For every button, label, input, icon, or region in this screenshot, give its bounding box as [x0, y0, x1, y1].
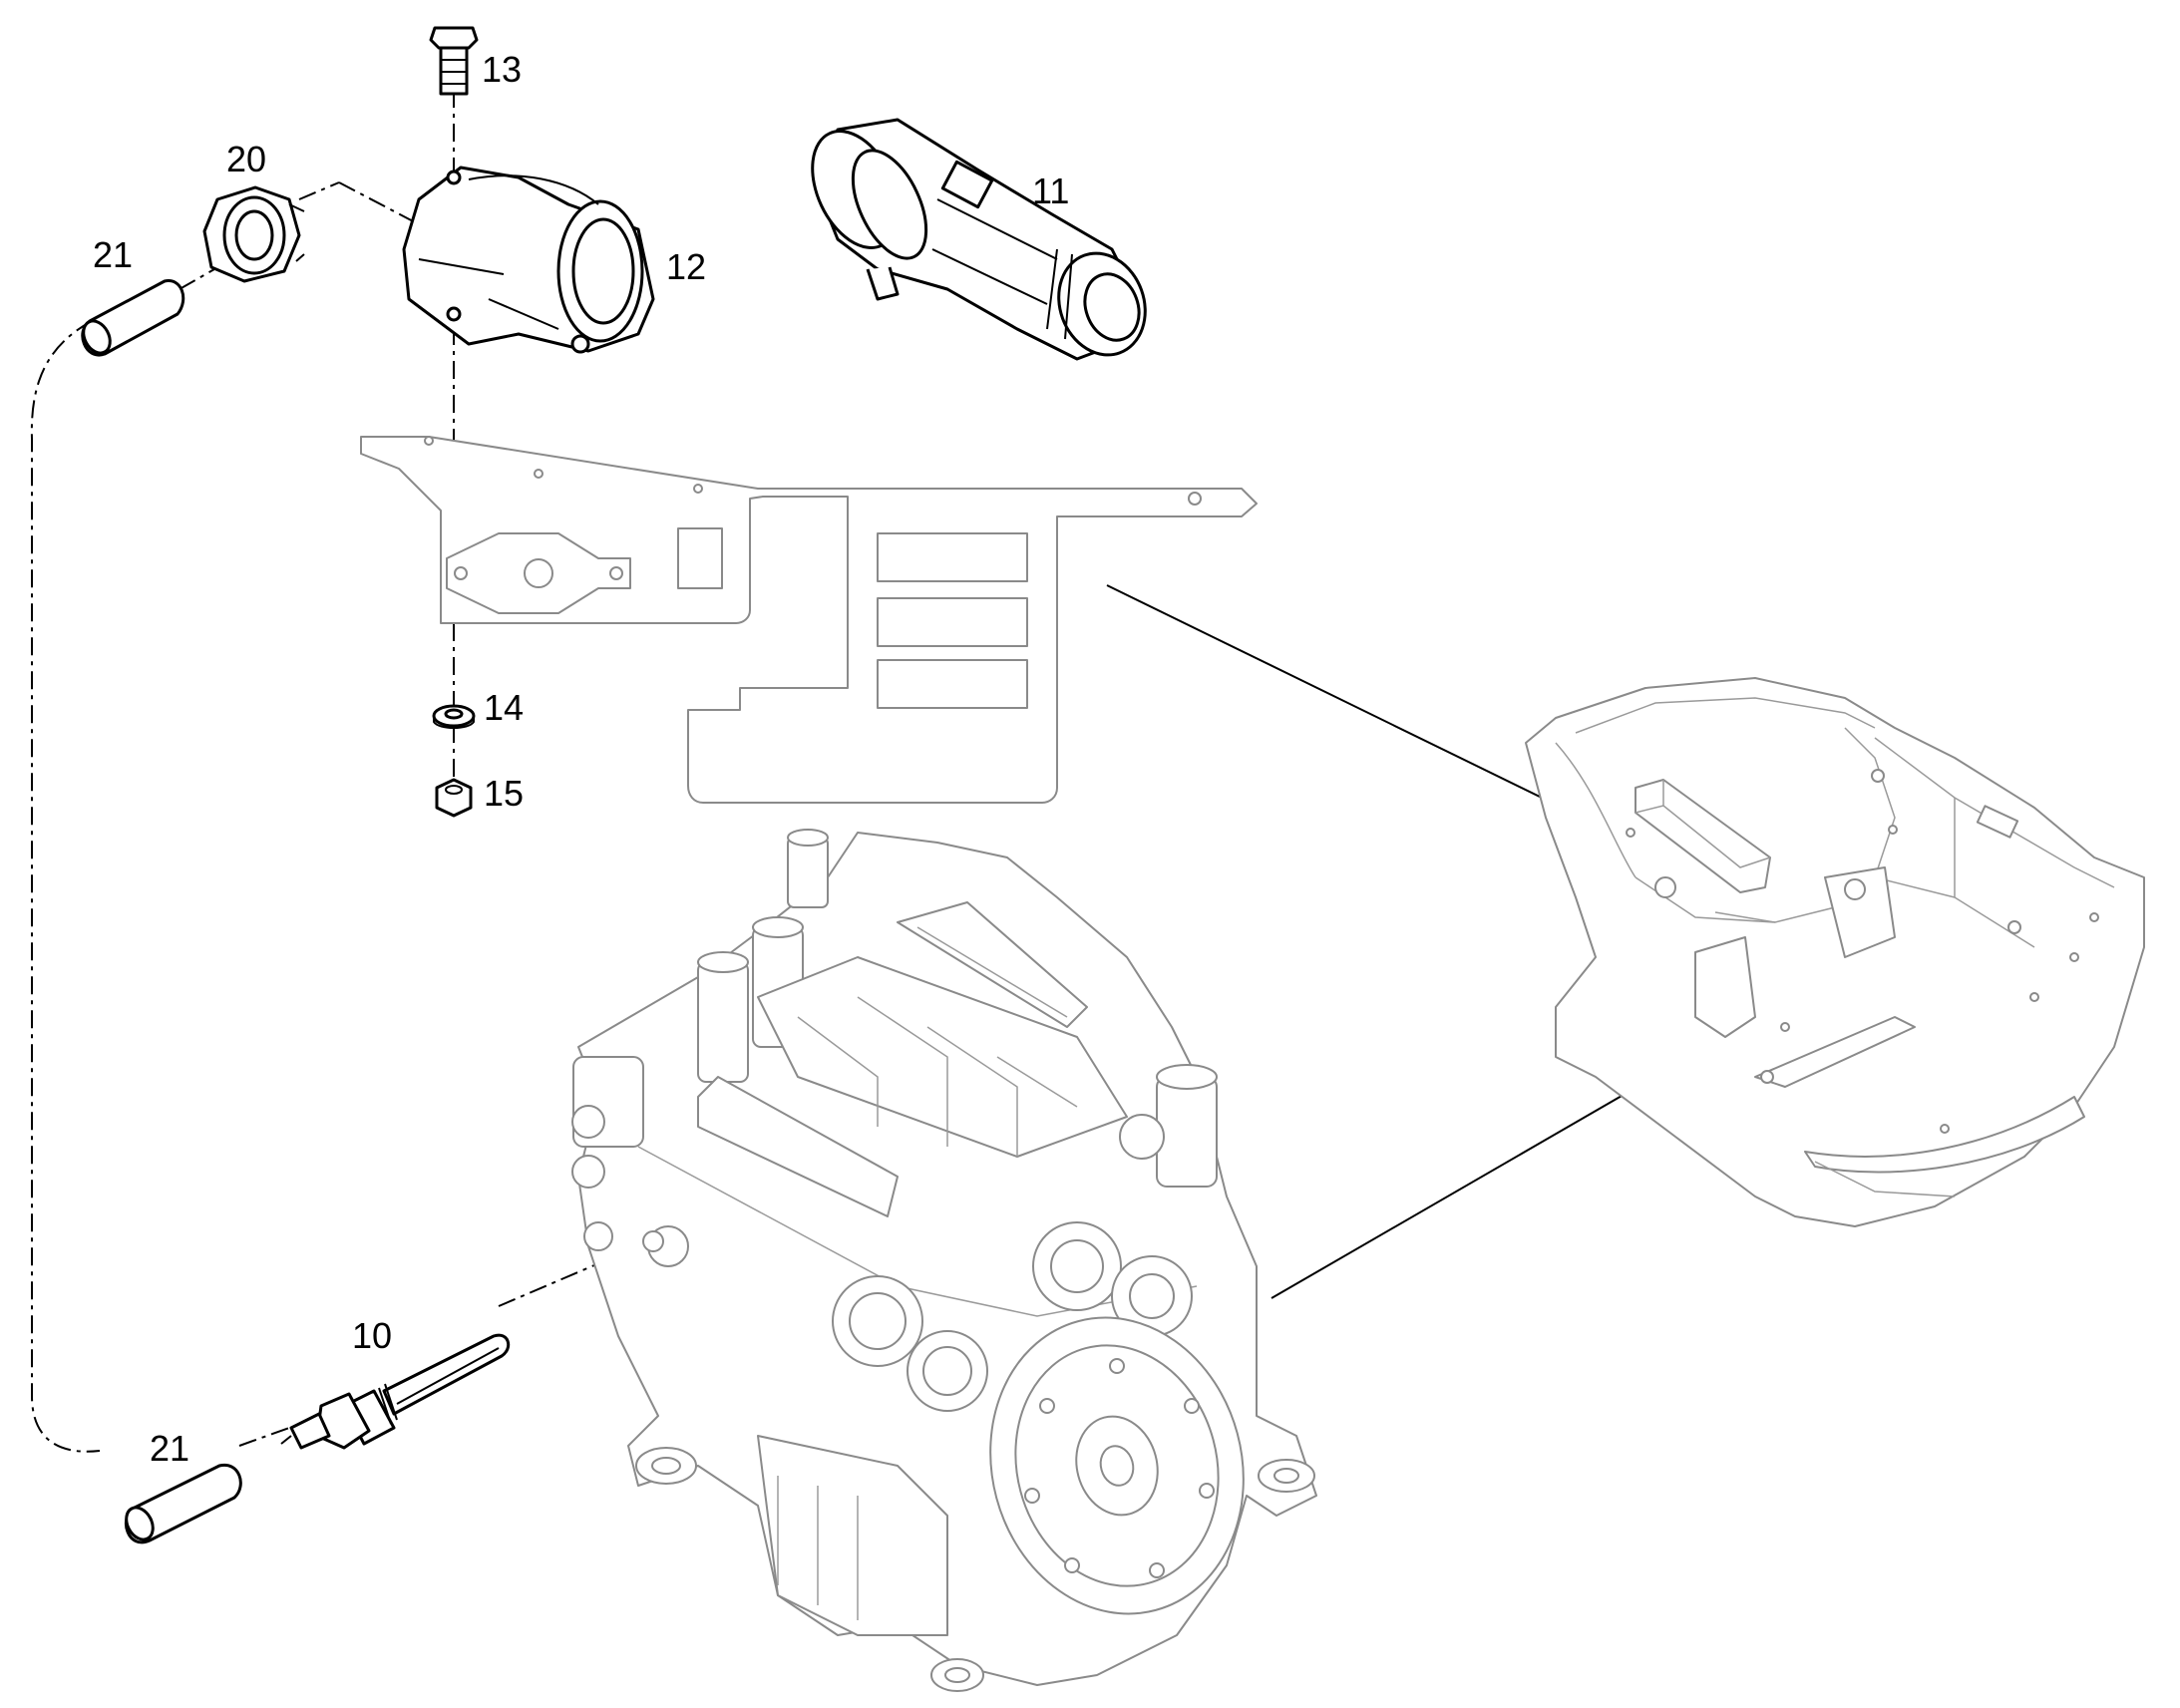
bolt-13	[429, 26, 479, 96]
callout-21-upper: 21	[93, 234, 133, 275]
mounting-bracket	[360, 436, 1258, 804]
callout-20: 20	[226, 139, 266, 179]
plug-connector-11	[811, 118, 1147, 361]
nut-15	[435, 778, 473, 818]
callout-15: 15	[484, 773, 524, 814]
washer-14	[432, 704, 476, 729]
socket-housing-12	[402, 166, 655, 354]
gland-nut-20	[202, 185, 305, 283]
callout-21-lower: 21	[150, 1428, 189, 1469]
callout-11: 11	[1032, 171, 1069, 211]
callout-10: 10	[352, 1315, 392, 1356]
engine-block	[571, 829, 1317, 1692]
sleeve-21-lower	[124, 1463, 242, 1544]
sleeve-21-upper	[81, 279, 185, 357]
callout-13: 13	[482, 49, 522, 90]
callout-14: 14	[484, 687, 524, 728]
machine-frame	[1525, 677, 2145, 1227]
callout-12: 12	[666, 246, 706, 287]
callout-labels: 13 11 20 12 21 14 15 10 21	[93, 49, 1069, 1469]
sensor-10	[280, 1333, 511, 1450]
